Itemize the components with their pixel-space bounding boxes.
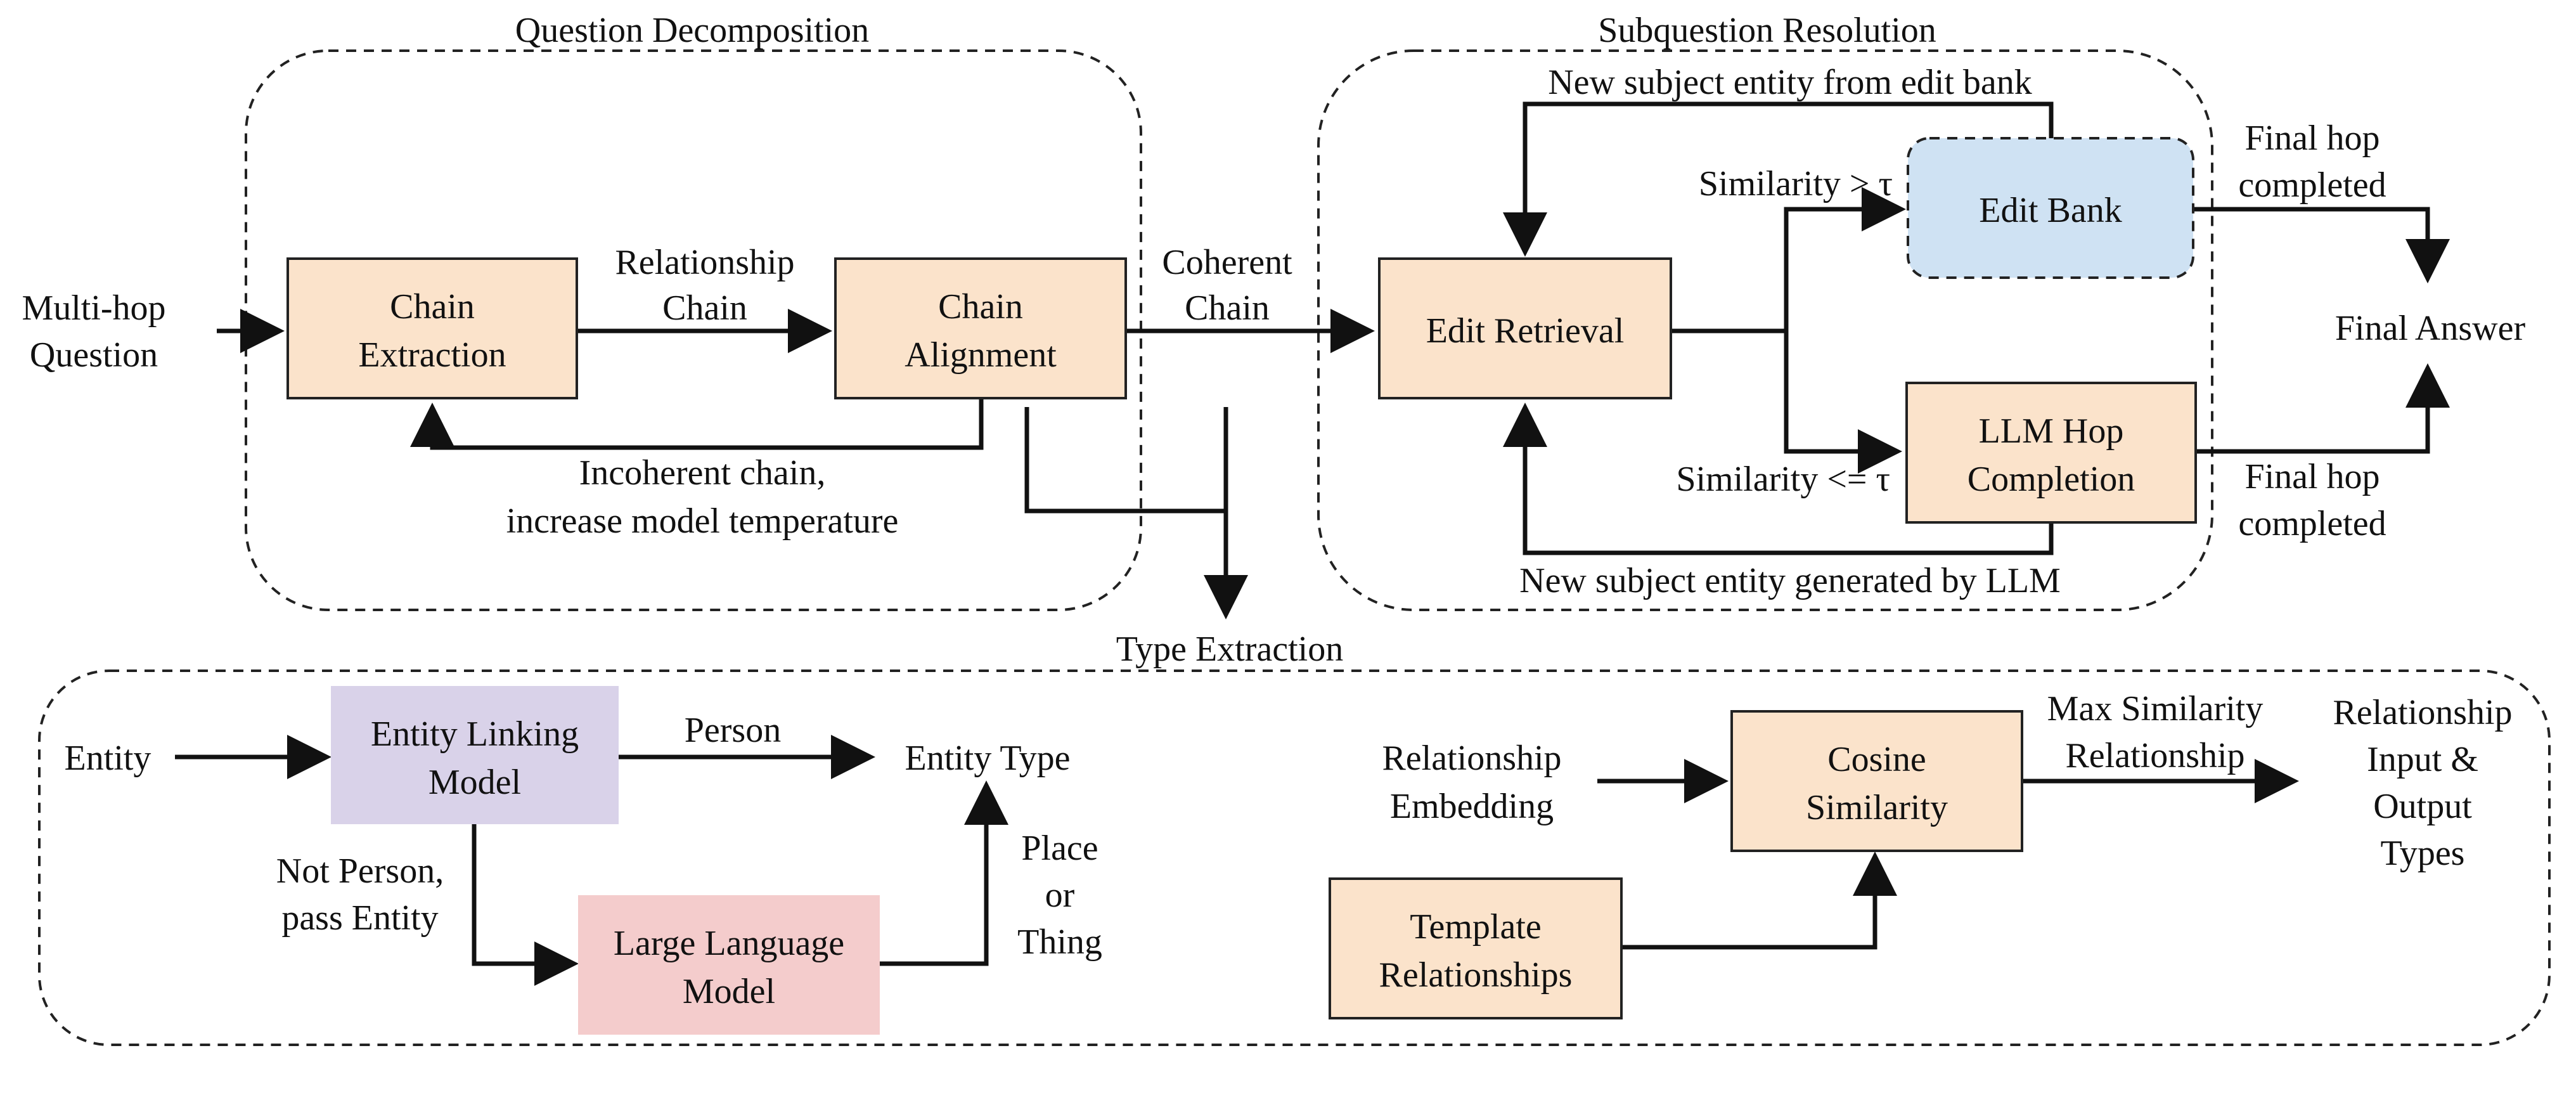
edge-alignment-feedback (410, 399, 984, 450)
edge-llm-to-entity-type (880, 780, 1008, 966)
chain-alignment-node: Chain Alignment (834, 257, 1127, 399)
final-hop-top-line-1: Final hop (2244, 119, 2380, 158)
edge-llm-feedback (1503, 403, 2054, 555)
llm-hop-completion-box (1905, 382, 2197, 524)
template-relationships-node: Template Relationships (1329, 877, 1623, 1019)
edit-retrieval-node: Edit Retrieval (1378, 257, 1672, 399)
edge-to-edit-bank (1784, 187, 1906, 331)
relationship-io-line-3: Output (2373, 787, 2472, 826)
region-title-type-extraction: Type Extraction (1116, 630, 1343, 669)
edge-edit-bank-feedback (1503, 101, 2054, 257)
edge-to-llm-hop (1784, 331, 1902, 474)
large-language-model-line-2: Model (683, 972, 775, 1011)
new-subject-edit-bank-label: New subject entity from edit bank (1548, 63, 2032, 102)
similarity-greater-label: Similarity > τ (1699, 164, 1893, 204)
new-subject-llm-label: New subject entity generated by LLM (1519, 561, 2061, 600)
entity-linking-model-box (331, 686, 619, 824)
person-label: Person (685, 711, 781, 750)
edge-template-to-cosine (1621, 851, 1897, 950)
edge-edit-bank-to-answer (2193, 207, 2450, 283)
edit-retrieval-label: Edit Retrieval (1426, 311, 1625, 351)
edge-llm-to-answer (2196, 363, 2450, 454)
cosine-similarity-line-2: Similarity (1806, 788, 1948, 827)
not-person-line-2: pass Entity (281, 898, 438, 938)
not-person-line-1: Not Person, (276, 851, 444, 891)
place-or-thing-line-1: Place (1021, 829, 1098, 868)
chain-alignment-box (834, 257, 1127, 399)
relationship-chain-line-2: Chain (662, 288, 747, 328)
large-language-model-node: Large Language Model (578, 895, 880, 1035)
llm-hop-completion-line-2: Completion (1967, 460, 2135, 499)
chain-extraction-line-2: Extraction (358, 335, 506, 375)
region-title-question-decomposition: Question Decomposition (515, 11, 869, 50)
template-relationships-line-1: Template (1410, 907, 1542, 947)
entity-linking-model-node: Entity Linking Model (331, 686, 619, 824)
region-title-subquestion-resolution: Subquestion Resolution (1598, 11, 1936, 50)
relationship-embedding-line-1: Relationship (1382, 739, 1561, 778)
large-language-model-line-1: Large Language (614, 924, 844, 963)
chain-extraction-node: Chain Extraction (287, 257, 578, 399)
edit-bank-box (1907, 137, 2194, 279)
chain-extraction-line-1: Chain (390, 287, 475, 327)
entity-type-label: Entity Type (905, 739, 1070, 778)
cosine-similarity-line-1: Cosine (1827, 740, 1926, 779)
edit-bank-label: Edit Bank (1979, 191, 2122, 230)
relationship-io-line-2: Input & (2367, 740, 2478, 779)
entity-linking-line-2: Model (428, 763, 521, 802)
relationship-chain-line-1: Relationship (615, 243, 794, 282)
cosine-similarity-node: Cosine Similarity (1730, 710, 2023, 852)
incoherent-chain-line-1: Incoherent chain, (579, 453, 826, 493)
chain-alignment-line-1: Chain (938, 287, 1023, 327)
final-hop-bottom-line-1: Final hop (2244, 457, 2380, 496)
similarity-less-equal-label: Similarity <= τ (1676, 460, 1890, 499)
region-subquestion-resolution (1317, 49, 2213, 611)
chain-alignment-line-2: Alignment (905, 335, 1057, 375)
chain-extraction-box (287, 257, 578, 399)
relationship-embedding-line-2: Embedding (1390, 787, 1554, 826)
large-language-model-box (578, 895, 880, 1035)
final-hop-top-line-2: completed (2238, 165, 2386, 205)
multi-hop-question-line-1: Multi-hop (22, 288, 165, 328)
cosine-similarity-box (1730, 710, 2023, 852)
region-type-extraction (38, 669, 2551, 1046)
entity-linking-line-1: Entity Linking (371, 715, 579, 754)
template-relationships-box (1329, 877, 1623, 1019)
llm-hop-completion-node: LLM Hop Completion (1905, 382, 2197, 524)
coherent-chain-line-2: Chain (1185, 288, 1270, 328)
final-hop-bottom-line-2: completed (2238, 504, 2386, 543)
entity-label: Entity (65, 739, 151, 778)
template-relationships-line-2: Relationships (1379, 955, 1573, 995)
relationship-io-line-1: Relationship (2333, 693, 2512, 732)
llm-hop-completion-line-1: LLM Hop (1979, 411, 2124, 451)
coherent-chain-line-1: Coherent (1162, 243, 1292, 282)
incoherent-chain-line-2: increase model temperature (506, 501, 899, 541)
multi-hop-question-line-2: Question (30, 335, 158, 375)
edge-alignment-to-type-extraction-down (1024, 407, 1248, 619)
edge-linking-to-llm (472, 824, 579, 986)
final-answer-label: Final Answer (2335, 309, 2526, 348)
edit-retrieval-box (1378, 257, 1672, 399)
place-or-thing-line-2: or (1045, 876, 1075, 915)
place-or-thing-line-3: Thing (1017, 922, 1102, 962)
edit-bank-node: Edit Bank (1907, 137, 2194, 279)
relationship-io-line-4: Types (2381, 834, 2465, 873)
max-similarity-line-2: Relationship (2065, 736, 2244, 775)
max-similarity-line-1: Max Similarity (2047, 689, 2264, 728)
